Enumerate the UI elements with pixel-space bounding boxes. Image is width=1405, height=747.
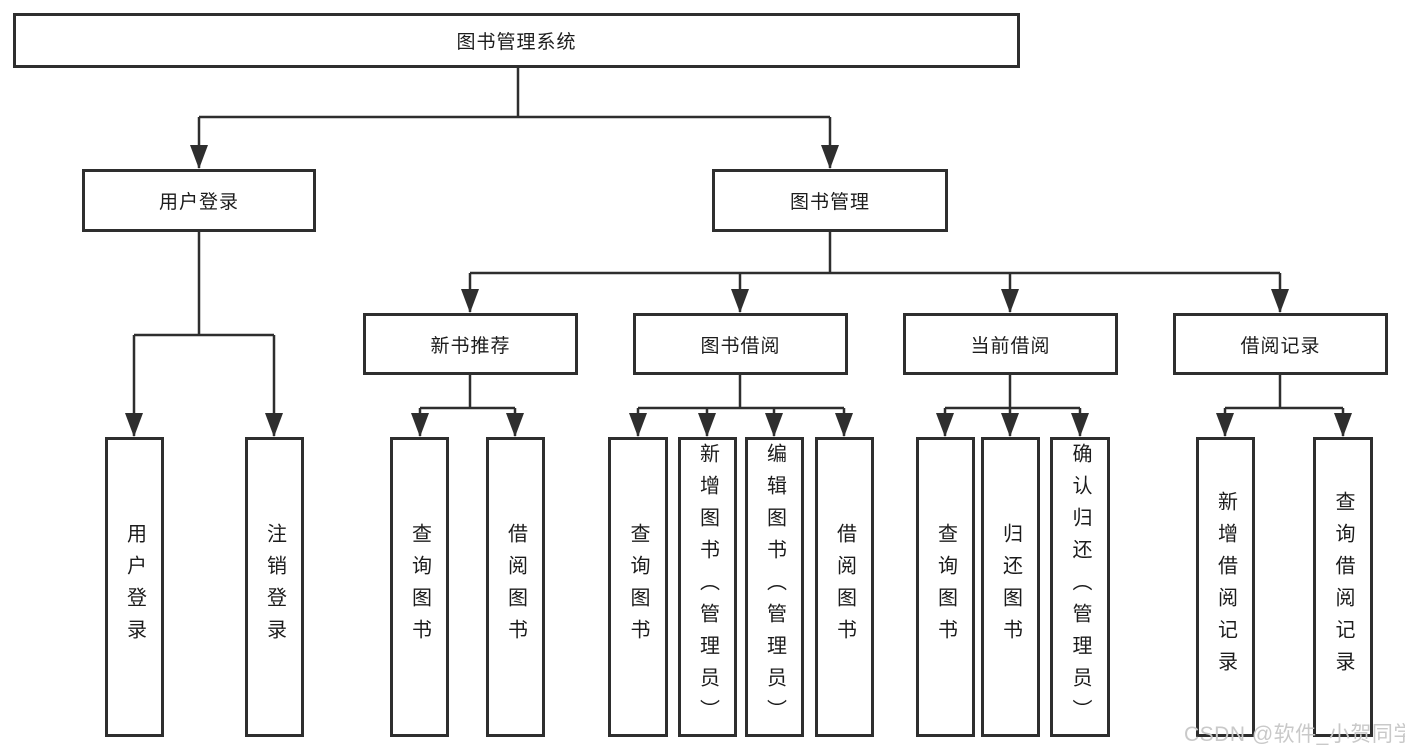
leaf-label: 用户登录: [123, 523, 146, 651]
leaf-label: 查询图书: [408, 523, 431, 651]
node-current-borrowing: 当前借阅: [903, 313, 1118, 375]
leaf-label: 新增借阅记录: [1214, 491, 1237, 683]
leaf-label: 编辑图书（管理员）: [763, 443, 786, 731]
leaf-user-login: 用户登录: [105, 437, 164, 737]
leaf-label: 查询借阅记录: [1332, 491, 1354, 683]
leaf-label: 确认归还（管理员）: [1069, 443, 1091, 731]
leaf-add-books-admin: 新增图书（管理员）: [678, 437, 737, 737]
leaf-borrow-books-recommend: 借阅图书: [486, 437, 545, 737]
node-label: 图书借阅: [700, 335, 781, 357]
node-borrowing-records: 借阅记录: [1173, 313, 1388, 375]
node-label: 当前借阅: [970, 335, 1051, 357]
leaf-query-borrow-record: 查询借阅记录: [1313, 437, 1373, 737]
node-label: 用户登录: [158, 192, 239, 213]
leaf-label: 注销登录: [263, 523, 286, 651]
leaf-add-borrow-record: 新增借阅记录: [1196, 437, 1255, 737]
node-book-management: 图书管理: [712, 169, 948, 232]
node-book-borrowing: 图书借阅: [633, 313, 848, 375]
leaf-label: 新增图书（管理员）: [696, 443, 719, 731]
leaf-label: 借阅图书: [504, 523, 527, 651]
node-new-book-recommend: 新书推荐: [363, 313, 578, 375]
leaf-label: 借阅图书: [833, 523, 856, 651]
leaf-label: 查询图书: [934, 523, 957, 651]
leaf-label: 归还图书: [999, 523, 1022, 651]
node-root-system: 图书管理系统: [13, 13, 1020, 68]
leaf-logout: 注销登录: [245, 437, 304, 737]
leaf-borrow-books: 借阅图书: [815, 437, 874, 737]
node-user-login: 用户登录: [82, 169, 316, 232]
leaf-query-books-recommend: 查询图书: [390, 437, 449, 737]
csdn-watermark: CSDN @软件_小贺同学: [1184, 723, 1405, 746]
leaf-query-books-borrow: 查询图书: [608, 437, 668, 737]
node-label: 图书管理系统: [456, 32, 577, 53]
leaf-query-books-current: 查询图书: [916, 437, 975, 737]
node-label: 新书推荐: [430, 335, 511, 357]
leaf-edit-books-admin: 编辑图书（管理员）: [745, 437, 804, 737]
node-label: 图书管理: [789, 192, 870, 213]
leaf-return-books: 归还图书: [981, 437, 1040, 737]
leaf-label: 查询图书: [627, 523, 649, 651]
leaf-confirm-return-admin: 确认归还（管理员）: [1050, 437, 1110, 737]
node-label: 借阅记录: [1240, 335, 1321, 357]
